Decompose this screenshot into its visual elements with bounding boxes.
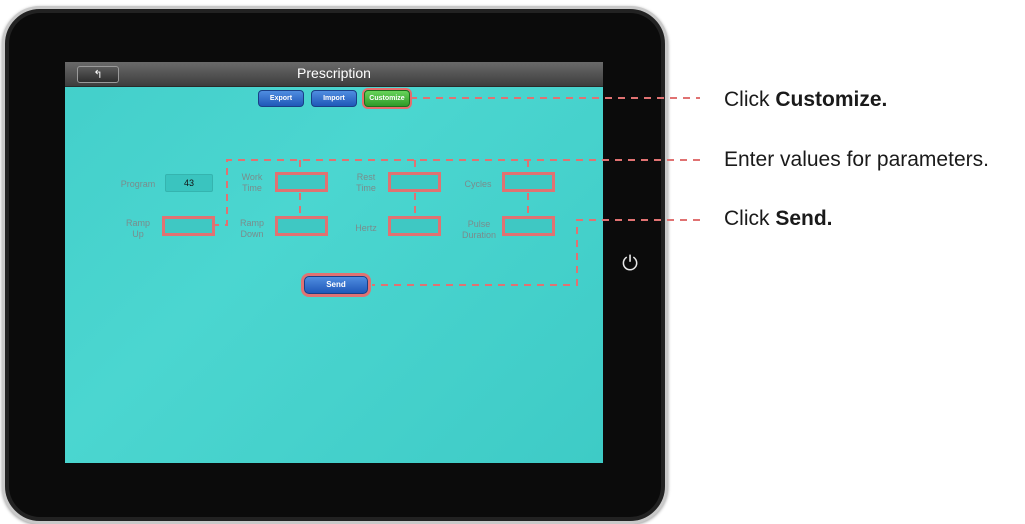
- program-label: Program: [120, 179, 156, 189]
- ramp-down-field[interactable]: [275, 216, 328, 236]
- rest-time-field[interactable]: [388, 172, 441, 192]
- parameters-connector: [213, 159, 700, 226]
- import-button[interactable]: Import: [311, 90, 357, 107]
- back-arrow-icon: ↰: [93, 68, 103, 81]
- nav-bar: ↰ Prescription: [65, 62, 603, 87]
- callout-customize: Click Customize.: [724, 88, 888, 111]
- pulse-duration-field[interactable]: [502, 216, 555, 236]
- send-button[interactable]: Send: [304, 276, 368, 294]
- customize-button[interactable]: Customize: [364, 90, 410, 107]
- hertz-field[interactable]: [388, 216, 441, 236]
- export-button[interactable]: Export: [258, 90, 304, 107]
- page-title: Prescription: [297, 65, 371, 81]
- program-field[interactable]: 43: [165, 174, 213, 192]
- callout-send: Click Send.: [724, 207, 833, 230]
- send-connector: [372, 219, 700, 286]
- power-icon[interactable]: ⏻: [622, 251, 638, 275]
- callout-parameters: Enter values for parameters.: [724, 148, 989, 171]
- app-screen: ↰ Prescription Export Import Customize P…: [65, 62, 603, 463]
- work-time-field[interactable]: [275, 172, 328, 192]
- cycles-label: Cycles: [464, 179, 492, 189]
- cycles-field[interactable]: [502, 172, 555, 192]
- back-button[interactable]: ↰: [77, 66, 119, 83]
- hertz-label: Hertz: [355, 223, 377, 233]
